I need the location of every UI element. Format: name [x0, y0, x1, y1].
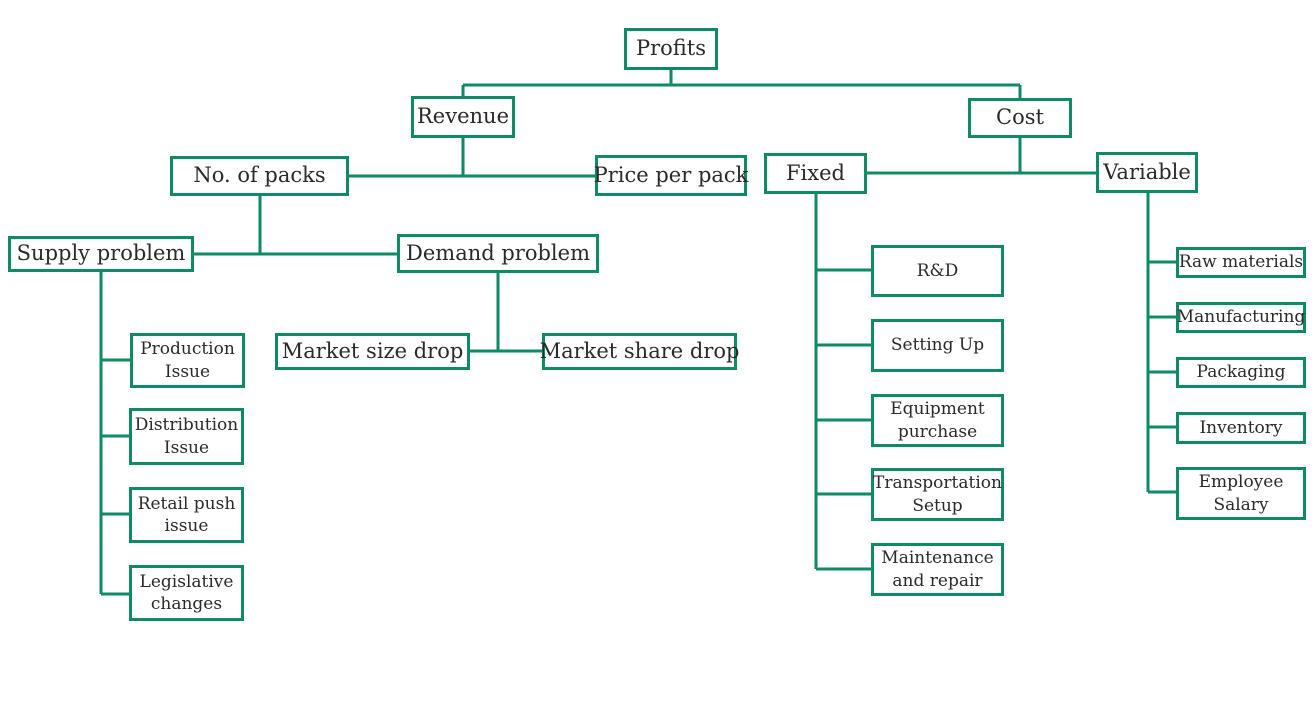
node-profits: Profits: [624, 28, 718, 70]
node-packaging: Packaging: [1176, 357, 1306, 388]
node-revenue: Revenue: [411, 96, 515, 138]
connector-demand-children: [469, 272, 543, 353]
connector-variable-children: [1146, 192, 1177, 494]
node-no-of-packs: No. of packs: [170, 156, 349, 196]
connector-profits-branches: [461, 70, 1022, 100]
node-manufacturing: Manufacturing: [1176, 302, 1306, 333]
node-cost: Cost: [968, 98, 1072, 138]
node-market-size-drop: Market size drop: [275, 333, 470, 370]
connector-revenue-branches: [348, 138, 595, 178]
node-market-share-drop: Market share drop: [540, 333, 739, 370]
connector-fixed-children: [814, 194, 872, 571]
node-inventory: Inventory: [1176, 412, 1306, 444]
node-fixed: Fixed: [764, 153, 867, 194]
node-rd: R&D: [871, 245, 1004, 297]
connector-supply-children: [99, 272, 131, 596]
node-variable: Variable: [1096, 152, 1198, 193]
connector-packs-branches: [194, 196, 398, 256]
node-raw-materials: Raw materials: [1176, 247, 1306, 278]
node-demand-problem: Demand problem: [397, 234, 599, 273]
node-setting-up: Setting Up: [871, 319, 1004, 372]
node-supply-problem: Supply problem: [8, 236, 194, 272]
node-price-per-pack: Price per pack: [594, 155, 748, 196]
connector-cost-branches: [866, 138, 1098, 175]
